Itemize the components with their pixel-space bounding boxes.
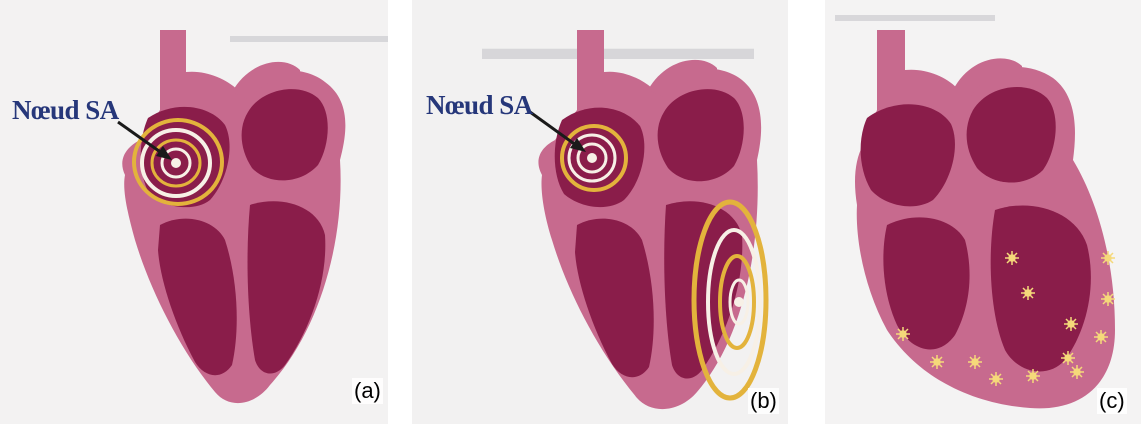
heart-outline xyxy=(855,30,1115,408)
heart-diagram-c xyxy=(825,0,1141,424)
caption-a: (a) xyxy=(352,378,383,404)
caption-c: (c) xyxy=(1097,388,1127,414)
heart-diagram-b xyxy=(412,0,788,424)
left-ventricle xyxy=(248,201,326,373)
caption-b: (b) xyxy=(748,388,779,414)
sa-node-label: Nœud SA xyxy=(12,95,119,126)
sa-node-label: Nœud SA xyxy=(426,90,533,121)
right-ventricle xyxy=(575,219,654,378)
panel-a: ▬▬▬▬▬▬▬▬ Nœud SA (a) xyxy=(0,0,388,424)
panel-b: ▬▬▬▬▬▬▬▬ Nœud SA (b) xyxy=(412,0,788,424)
panel-c: ▬▬▬▬▬▬▬▬ (c) xyxy=(825,0,1141,424)
heart-diagram-a xyxy=(0,0,388,424)
right-ventricle xyxy=(158,219,237,376)
